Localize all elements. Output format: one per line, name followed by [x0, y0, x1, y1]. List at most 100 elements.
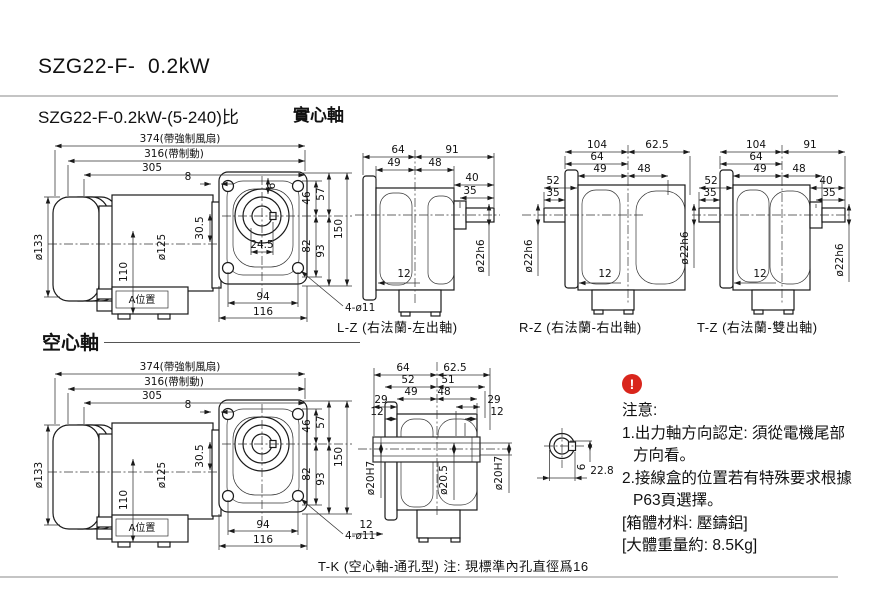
- dim-48: 48: [637, 163, 650, 175]
- dim-shaft-dia-right: ø22h6: [834, 243, 846, 276]
- dim-12-bottom: 12: [359, 519, 372, 531]
- dim-48: 48: [437, 386, 450, 398]
- dim-len-body: 305: [142, 162, 162, 174]
- dim-46: 46: [301, 191, 313, 205]
- dim-51: 51: [441, 374, 454, 386]
- dim-12: 12: [753, 268, 766, 280]
- dim-64: 64: [396, 362, 410, 374]
- dim-82: 82: [301, 467, 313, 480]
- dim-104: 104: [746, 139, 766, 151]
- page-title: SZG22-F- 0.2kW: [38, 55, 211, 78]
- dim-49: 49: [404, 386, 417, 398]
- note-line: [箱體材料: 壓鑄鋁]: [622, 514, 748, 532]
- dim-frame-dia: ø125: [156, 234, 168, 260]
- note-line: P63頁選擇。: [633, 492, 723, 509]
- dim-box-height: 110: [118, 262, 130, 282]
- dim-flange-width: 116: [253, 306, 273, 318]
- dim-104: 104: [587, 139, 607, 151]
- dim-93: 93: [315, 472, 327, 485]
- dim-52: 52: [401, 374, 414, 386]
- divider-top: [0, 95, 838, 97]
- gearmotor-outline: [44, 143, 352, 322]
- notes-heading: 注意:: [622, 402, 658, 419]
- dim-35: 35: [463, 185, 476, 197]
- dim-64: 64: [391, 144, 405, 156]
- dim-key-depth: 22.8: [590, 465, 613, 477]
- dim-46: 46: [301, 419, 313, 433]
- caption-rz: R-Z (右法蘭-右出軸): [519, 320, 642, 335]
- caption-tk: T-K (空心軸-通孔型) 注: 現標準內孔直徑爲16: [318, 559, 589, 574]
- dim-82: 82: [301, 239, 313, 252]
- dim-bore-center: ø20.5: [438, 465, 450, 495]
- dim-12: 12: [598, 268, 611, 280]
- dim-len-total: 374(帶強制風扇): [140, 360, 221, 373]
- dim-frame-dia: ø125: [156, 462, 168, 488]
- dim-12: 12: [397, 268, 410, 280]
- terminal-box-label: A位置: [129, 521, 156, 534]
- solid-shaft-extra-dims: [250, 178, 274, 255]
- dim-hole-span: 94: [256, 519, 270, 531]
- dim-35-right: 35: [822, 187, 835, 199]
- dim-52: 52: [546, 175, 559, 187]
- dim-52: 52: [704, 175, 717, 187]
- dim-motor-dia: ø133: [33, 234, 45, 260]
- dim-57: 57: [315, 415, 327, 428]
- dim-48: 48: [428, 157, 441, 169]
- alert-icon: !: [622, 374, 642, 394]
- dim-150: 150: [333, 447, 345, 467]
- dim-49: 49: [387, 157, 400, 169]
- dim-flange-width: 116: [253, 534, 273, 546]
- dim-step: 30.5: [194, 444, 206, 467]
- dim-shaft-dia-left: ø22h6: [679, 231, 691, 264]
- dim-62-5: 62.5: [443, 362, 466, 374]
- motor-hollow-labels: 374(帶強制風扇) 316(帶制動) 305 8 ø133 ø125 110 …: [33, 360, 375, 546]
- dim-91: 91: [445, 144, 458, 156]
- dim-hole-span: 94: [256, 291, 270, 303]
- view-tz: 104 91 64 49 48 52 40 35 35 12 ø22h6 ø22…: [679, 139, 852, 315]
- dim-holes: 4-ø11: [345, 530, 375, 542]
- hollow-heading-rule: [104, 342, 360, 343]
- note-line: [大體重量約: 8.5Kg]: [622, 537, 758, 554]
- dim-motor-dia: ø133: [33, 462, 45, 488]
- motor-solid-labels: 374(帶強制風扇) 316(帶制動) 305 8 ø133 ø125 110 …: [33, 132, 375, 318]
- notes-panel: 注意: 1.出力軸方向認定: 須從電機尾部 方向看。 2.接線盒的位置若有特殊要…: [622, 400, 886, 558]
- dim-len-body: 305: [142, 390, 162, 402]
- dim-49: 49: [753, 163, 766, 175]
- dim-bore-right: ø20H7: [493, 456, 505, 490]
- dim-48: 48: [792, 163, 805, 175]
- dim-key-width: 24.5: [250, 239, 273, 251]
- dim-bore-left: ø20H7: [365, 461, 377, 495]
- dim-62-5: 62.5: [645, 139, 668, 151]
- dim-35-left: 35: [703, 187, 716, 199]
- view-lz: 64 91 49 48 40 35 12 ø22h6: [355, 144, 500, 317]
- series-label: SZG22-F-0.2kW-(5-240)比: [38, 108, 239, 127]
- note-line: 2.接線盒的位置若有特殊要求根據: [622, 469, 852, 487]
- solid-shaft-heading: 實心軸: [293, 106, 344, 125]
- dim-64: 64: [590, 151, 604, 163]
- dim-shaft-dia: ø22h6: [523, 239, 535, 272]
- dim-key-offset: 6: [576, 463, 588, 470]
- caption-tz: T-Z (右法蘭-雙出軸): [697, 320, 818, 335]
- dim-91: 91: [803, 139, 816, 151]
- view-tk: 64 62.5 52 51 49 48 29 12 29 12 12 ø20H7…: [352, 362, 512, 543]
- dim-len-brake: 316(帶制動): [144, 375, 204, 388]
- hollow-shaft-heading: 空心軸: [42, 333, 100, 354]
- caption-lz: L-Z (右法蘭-左出軸): [337, 320, 458, 335]
- dim-box-height: 110: [118, 490, 130, 510]
- dim-35: 35: [546, 187, 559, 199]
- dim-shaft-dia: ø22h6: [475, 239, 487, 272]
- note-line: 1.出力軸方向認定: 須從電機尾部: [622, 424, 846, 442]
- view-rz: 104 62.5 64 49 48 52 35 12 ø22h6: [522, 139, 691, 315]
- dim-step: 30.5: [194, 216, 206, 239]
- dim-40: 40: [465, 172, 478, 184]
- note-line: 方向看。: [633, 447, 696, 464]
- dim-29-left: 29: [374, 394, 387, 406]
- dim-40: 40: [819, 175, 832, 187]
- dim-12-left: 12: [370, 406, 383, 418]
- dim-150: 150: [333, 219, 345, 239]
- dim-holes: 4-ø11: [345, 302, 375, 314]
- dim-len-total: 374(帶強制風扇): [140, 132, 221, 145]
- dim-key-offset: 6: [266, 182, 278, 189]
